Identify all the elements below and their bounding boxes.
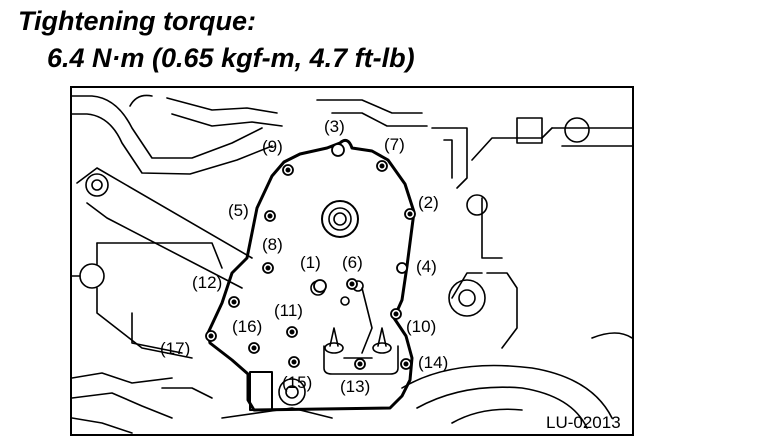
bolt-9	[282, 164, 294, 176]
bolt-label-8: (8)	[262, 235, 283, 254]
bolt-13	[354, 358, 366, 370]
bolt-2	[404, 208, 416, 220]
bolt-6	[346, 278, 358, 290]
bolt-17	[205, 330, 217, 342]
bolt-11	[286, 326, 298, 338]
bolt-label-4: (4)	[416, 257, 437, 276]
bolt-16	[248, 342, 260, 354]
bolt-label-9: (9)	[262, 137, 283, 156]
bolt-label-1: (1)	[300, 253, 321, 272]
bolt-label-2: (2)	[418, 193, 439, 212]
bolt-label-11: (11)	[274, 301, 303, 320]
strainer-base	[249, 371, 273, 411]
relief-valve-bosses	[323, 327, 399, 375]
pump-cover-outline	[206, 138, 416, 412]
diagram-frame: (1) (2) (3) (4) (5) (6) (7) (8) (9) (10)…	[70, 86, 634, 436]
torque-spec: 6.4 N·m (0.65 kgf-m, 4.7 ft-lb)	[47, 43, 415, 73]
torque-title: Tightening torque:	[18, 6, 256, 36]
bolt-15	[288, 356, 300, 368]
bolt-1	[313, 279, 327, 293]
bolt-label-10: (10)	[406, 317, 436, 336]
bolt-labels: (1) (2) (3) (4) (5) (6) (7) (8) (9) (10)…	[160, 117, 448, 396]
oil-pump-cover-diagram: (1) (2) (3) (4) (5) (6) (7) (8) (9) (10)…	[72, 94, 632, 434]
bolt-label-15: (15)	[282, 373, 312, 392]
bolt-label-6: (6)	[342, 253, 363, 272]
bolt-markers	[205, 143, 416, 370]
bolt-label-12: (12)	[192, 273, 222, 292]
figure-reference: LU-02013	[546, 413, 621, 432]
bolt-label-17: (17)	[160, 339, 190, 358]
bolt-8	[262, 262, 274, 274]
bolt-label-13: (13)	[340, 377, 370, 396]
bolt-label-14: (14)	[418, 353, 448, 372]
bolt-label-5: (5)	[228, 201, 249, 220]
bolt-10	[390, 308, 402, 320]
bolt-3	[331, 143, 345, 157]
bolt-14	[400, 358, 412, 370]
bolt-7	[376, 160, 388, 172]
bolt-12	[228, 296, 240, 308]
engine-background-outline	[72, 94, 632, 434]
bolt-label-3: (3)	[324, 117, 345, 136]
pump-gear-hub	[321, 200, 359, 238]
bolt-label-7: (7)	[384, 135, 405, 154]
bolt-5	[264, 210, 276, 222]
bolt-4	[396, 262, 408, 274]
bolt-label-16: (16)	[232, 317, 262, 336]
